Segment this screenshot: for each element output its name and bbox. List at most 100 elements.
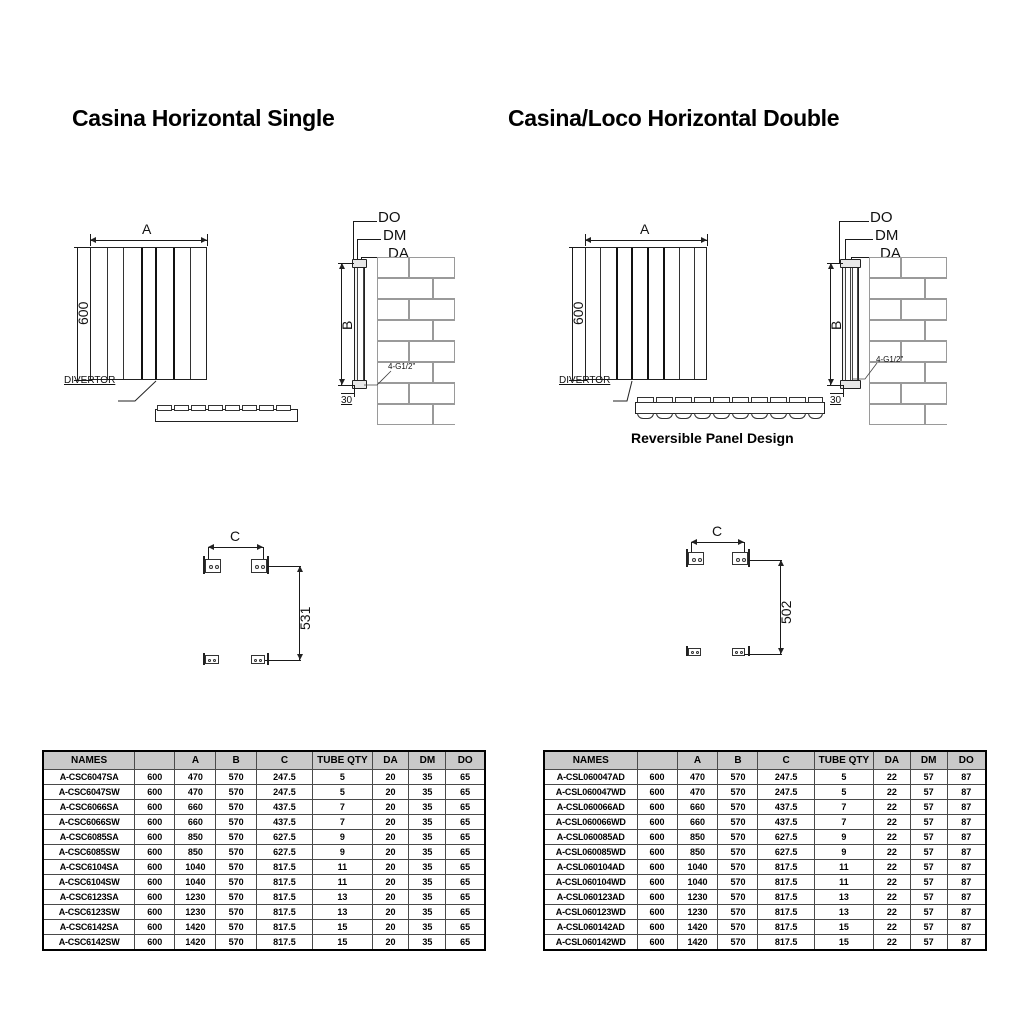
cell-c: 627.5 — [757, 829, 815, 845]
cell-do: 87 — [946, 919, 987, 935]
col-header-tube-qty: TUBE QTY — [312, 750, 373, 770]
connection-leader-line-double — [852, 362, 878, 380]
cell-b: 570 — [215, 919, 257, 935]
dim-label-c-single: C — [230, 528, 241, 544]
cell-tube-qty: 7 — [312, 799, 373, 815]
profile-tab-bottom — [656, 413, 673, 419]
col-header-height — [134, 750, 176, 770]
cell-b: 570 — [717, 769, 759, 785]
cell-name: A-CSC6142SA — [42, 919, 136, 935]
panel-fin — [173, 248, 175, 379]
cell-tube-qty: 9 — [312, 844, 373, 860]
cell-c: 247.5 — [255, 784, 314, 800]
cell-height: 600 — [636, 799, 678, 815]
col-header-height — [636, 750, 678, 770]
panel-fin — [694, 248, 695, 379]
page-title-single: Casina Horizontal Single — [72, 105, 335, 131]
cell-b: 570 — [215, 799, 257, 815]
cell-b: 570 — [717, 844, 759, 860]
profile-tab-top — [732, 397, 749, 403]
cell-c: 627.5 — [757, 844, 815, 860]
profile-tab-top — [656, 397, 673, 403]
cell-dm: 57 — [909, 784, 948, 800]
profile-tab-top — [808, 397, 823, 403]
cell-da: 20 — [371, 934, 410, 951]
dim-label-dm-double: DM — [875, 227, 899, 244]
cell-a: 470 — [174, 784, 217, 800]
dim-arrow-b-bot-single — [339, 379, 345, 385]
profile-tab — [157, 405, 172, 411]
cell-tube-qty: 7 — [813, 799, 875, 815]
cell-name: A-CSL060123AD — [543, 889, 638, 905]
cell-tube-qty: 15 — [312, 919, 373, 935]
cell-name: A-CSC6085SW — [42, 844, 136, 860]
profile-tab-top — [770, 397, 787, 403]
bracket-hole — [254, 659, 257, 662]
cell-c: 627.5 — [255, 829, 314, 845]
ext-line-531-top — [267, 566, 301, 567]
reversible-panel-caption: Reversible Panel Design — [631, 430, 794, 446]
bracket-hole — [259, 659, 262, 662]
ext-line-c-right-double — [744, 542, 745, 554]
ext-line-600-bot-single — [74, 380, 92, 381]
bracket-plate-tr — [267, 556, 269, 574]
cell-a: 660 — [174, 814, 217, 830]
bracket-top-right — [251, 559, 267, 573]
double-front-view: A 600 DIVERTOR — [559, 215, 805, 402]
col-header-dm: DM — [408, 750, 447, 770]
cell-tube-qty: 7 — [312, 814, 373, 830]
profile-tab — [174, 405, 189, 411]
dim-arrow-b-bot-double — [828, 379, 834, 385]
cell-b: 570 — [717, 934, 759, 951]
bracket-plate-bl — [203, 653, 205, 665]
cell-height: 600 — [636, 919, 678, 935]
cell-dm: 57 — [909, 934, 948, 951]
cell-do: 65 — [445, 874, 486, 890]
ext-line-600-bot-double — [569, 380, 587, 381]
cell-do: 65 — [445, 844, 486, 860]
cell-b: 570 — [215, 904, 257, 920]
dim-line-600-double — [572, 247, 573, 380]
cell-dm: 57 — [909, 769, 948, 785]
cell-name: A-CSC6123SA — [42, 889, 136, 905]
dim-line-do-double — [839, 221, 869, 222]
cell-dm: 57 — [909, 844, 948, 860]
cell-c: 817.5 — [757, 859, 815, 875]
ext-line-c-left-single — [208, 547, 209, 559]
cell-dm: 57 — [909, 874, 948, 890]
cell-do: 65 — [445, 799, 486, 815]
dim-arrow-c-right-double — [738, 539, 744, 545]
cell-height: 600 — [636, 769, 678, 785]
dim-arrow-a-right-double — [701, 237, 707, 243]
cell-a: 1420 — [174, 919, 217, 935]
col-header-b: B — [215, 750, 257, 770]
col-header-a: A — [676, 750, 719, 770]
spec-table-double: NAMES A B C TUBE QTY DA DM DO A-CSL06004… — [543, 750, 987, 951]
dim-line-30-double — [830, 393, 844, 394]
bracket-hole — [698, 558, 702, 562]
cell-do: 87 — [946, 814, 987, 830]
ext-line-do-double — [839, 221, 840, 263]
bracket-hole — [742, 558, 746, 562]
cell-do: 87 — [946, 769, 987, 785]
cell-name: A-CSL060047AD — [543, 769, 638, 785]
single-mounting-layout: C 531 — [195, 515, 325, 680]
cell-b: 570 — [215, 874, 257, 890]
valve-bottom-single — [352, 380, 367, 389]
cell-height: 600 — [134, 784, 176, 800]
cell-b: 570 — [215, 859, 257, 875]
cell-height: 600 — [134, 889, 176, 905]
cell-dm: 35 — [408, 784, 447, 800]
ext-line-dm-single — [357, 239, 358, 265]
cell-c: 627.5 — [255, 844, 314, 860]
cell-height: 600 — [134, 874, 176, 890]
dim-line-do-single — [353, 221, 377, 222]
bracket-hole — [735, 651, 738, 654]
valve-top-double — [840, 259, 861, 268]
